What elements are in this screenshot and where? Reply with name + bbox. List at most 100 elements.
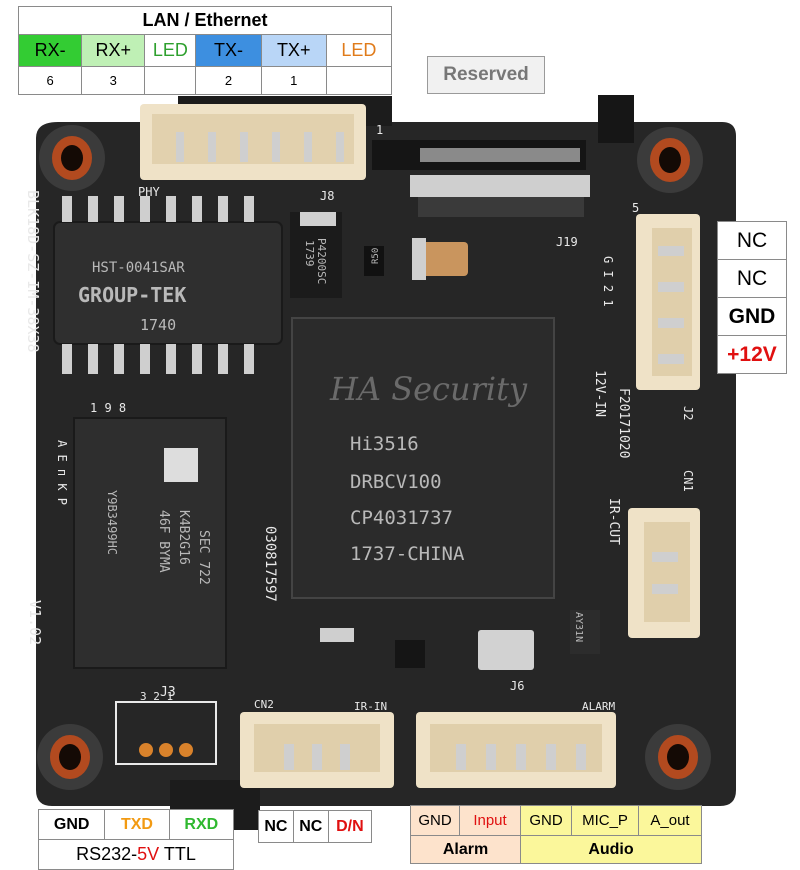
ethernet-transformer: HST-0041SAR GROUP-TEK 1740: [53, 196, 283, 374]
mounting-hole-bl: [37, 724, 103, 790]
transformer-brand-text: GROUP-TEK: [78, 283, 186, 307]
cn2-connector: [240, 712, 394, 788]
ethernet-connector: [140, 104, 366, 180]
soc-line-2: DRBCV100: [350, 471, 442, 493]
alarm-pin-input: Input: [459, 805, 521, 836]
lan-pin-row: RX- RX+ LED TX- TX+ LED: [17, 34, 393, 67]
alarm-title: Alarm: [410, 835, 521, 864]
ircut-connector: [628, 508, 700, 638]
transformer-date-text: 1740: [140, 316, 176, 334]
uart-caption-suffix: TTL: [159, 844, 196, 864]
silk-digit-2: 1: [376, 123, 383, 137]
power-table: NC NC GND +12V: [717, 221, 787, 374]
lan-num-tx-plus: 1: [260, 66, 327, 95]
silk-12v: 12V-IN: [592, 370, 607, 417]
audio-pin-a-out: A_out: [638, 805, 702, 836]
power-connector: [636, 214, 700, 390]
lan-num-tx-minus: 2: [195, 66, 262, 95]
silk-version: V1.02: [26, 600, 44, 645]
silk-sgg: G I 2 1: [601, 256, 615, 307]
memory-text-a: SEC 722: [196, 530, 211, 585]
silk-cn1: CN1: [681, 470, 695, 492]
ircut-pin-nc-2: NC: [292, 810, 329, 843]
small-resistor: [364, 246, 384, 276]
silk-ircut: IR-CUT: [606, 498, 621, 545]
soc-watermark-text: HA Security: [329, 370, 528, 408]
lan-number-row: 6 3 2 1: [17, 66, 393, 95]
lan-pin-tx-minus: TX-: [195, 34, 262, 67]
hi3516-soc: HA Security Hi3516 DRBCV100 CP4031737 17…: [291, 317, 555, 599]
memory-text-c: 46F BYMA: [156, 510, 171, 573]
pcb-top-notch: [598, 95, 634, 143]
ircut-pin-nc-1: NC: [258, 810, 294, 843]
crystal-oscillator: [478, 630, 534, 670]
lan-num-led-green: [144, 66, 197, 95]
memory-text-d: Y9B3499HC: [105, 490, 119, 555]
transistor: [395, 640, 425, 668]
lan-num-rx-minus: 6: [17, 66, 83, 95]
mounting-hole-br: [645, 724, 711, 790]
alarm-pin-gnd: GND: [410, 805, 460, 836]
audio-pin-gnd: GND: [520, 805, 572, 836]
ircut-pin-dn: D/N: [327, 810, 373, 843]
silk-serial: 030817597: [262, 526, 278, 602]
voltage-regulator: P4200SC 1739: [290, 212, 342, 298]
silk-j2: J2: [681, 406, 695, 420]
smd-resistor: [320, 628, 354, 642]
small-chip: [570, 610, 600, 654]
mounting-hole-tr: [637, 127, 703, 193]
lan-ethernet-table: LAN / Ethernet RX- RX+ LED TX- TX+ LED 6…: [17, 6, 393, 95]
soc-line-3: CP4031737: [350, 507, 453, 529]
capacitor-lead: [412, 238, 426, 280]
small-chip-text: AY31N: [573, 612, 584, 642]
uart-table: GND TXD RXD RS232-5V TTL: [37, 809, 235, 870]
silk-date: F20171020: [616, 388, 631, 458]
audio-title: Audio: [520, 835, 702, 864]
lan-title: LAN / Ethernet: [18, 6, 392, 35]
uart-pin-txd: TXD: [104, 809, 170, 840]
power-pin-nc-1: NC: [717, 221, 787, 260]
lan-pin-rx-minus: RX-: [17, 34, 83, 67]
lan-pin-led-green: LED: [144, 34, 197, 67]
lan-num-led-orange: [325, 66, 393, 95]
soc-line-1: Hi3516: [350, 433, 419, 455]
uart-caption-voltage: 5V: [137, 844, 160, 864]
ddr-memory-chip: SEC 722 K4B2G16 46F BYMA Y9B3499HC: [73, 417, 227, 669]
silk-model: BLK18D-SZ-IM-38X38: [24, 190, 42, 353]
silk-digit-5: 5: [632, 201, 639, 215]
uart-caption-prefix: RS232-: [76, 844, 138, 864]
lan-pin-rx-plus: RX+: [81, 34, 146, 67]
alarm-audio-table: GND Input GND MIC_P A_out Alarm Audio: [410, 805, 702, 864]
silk-digits-top: 1 9 8: [90, 401, 126, 415]
uart-caption: RS232-5V TTL: [38, 839, 234, 870]
mounting-hole-tl: [39, 125, 105, 191]
silk-letters-left: A E п K P: [55, 440, 69, 505]
silk-j6: J6: [510, 679, 524, 693]
silk-alarm: ALARM: [582, 700, 615, 713]
power-pin-12v: +12V: [717, 335, 787, 374]
reserved-label: Reserved: [427, 56, 545, 94]
transformer-model-text: HST-0041SAR: [92, 260, 185, 276]
ircut-table: NC NC D/N: [258, 810, 373, 843]
j6-audio-alarm-connector: [416, 712, 616, 788]
soc-line-4: 1737-CHINA: [350, 543, 465, 565]
audio-pin-mic-p: MIC_P: [571, 805, 639, 836]
power-pin-gnd: GND: [717, 297, 787, 336]
cap-text: R50: [371, 248, 381, 264]
uart-pin-rxd: RXD: [168, 809, 235, 840]
silk-j3-pins: 3 2 1: [140, 690, 173, 703]
reserved-fpc-connector: [372, 140, 590, 217]
silk-phy: PHY: [138, 185, 160, 199]
lan-pin-tx-plus: TX+: [260, 34, 327, 67]
silk-cn2: CN2: [254, 698, 274, 711]
silk-j8: J8: [320, 189, 334, 203]
regulator-text-a: P4200SC: [315, 238, 328, 284]
memory-text-b: K4B2G16: [176, 510, 191, 565]
silk-ir-in: IR-IN: [354, 700, 387, 713]
regulator-text-b: 1739: [303, 240, 316, 267]
silk-j3: J3: [160, 685, 176, 700]
lan-num-rx-plus: 3: [81, 66, 146, 95]
power-pin-nc-2: NC: [717, 259, 787, 298]
uart-pads: [115, 701, 217, 765]
